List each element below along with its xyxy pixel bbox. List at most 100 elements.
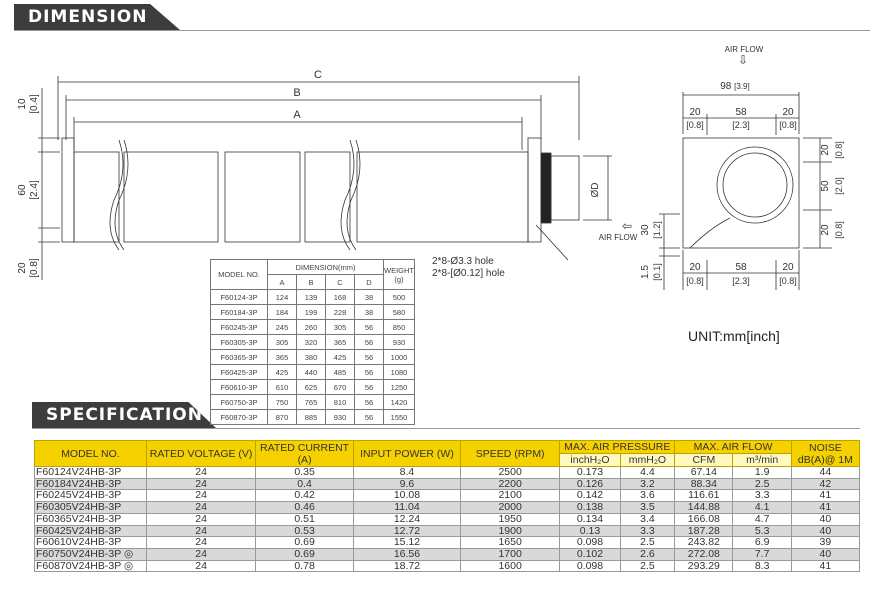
spec-table-cell: 0.098: [559, 536, 621, 549]
spec-table-cell: 88.34: [674, 477, 734, 491]
spec-table-cell: 2.5: [619, 559, 676, 573]
hole-note-metric: 2*8-Ø3.3 hole: [432, 256, 494, 267]
spec-table-cell: 0.4: [255, 477, 354, 491]
bottom-dim-mm: 58: [735, 262, 747, 273]
dim-col-b: B: [296, 274, 326, 290]
dim-table-cell: F60184-3P: [210, 304, 268, 320]
dim-left-inch: [0.4]: [29, 94, 40, 114]
dim-table-cell: 580: [383, 304, 415, 320]
dim-table-cell: 810: [325, 394, 355, 410]
dim-b-label: B: [293, 87, 300, 99]
spec-table-cell: 187.28: [674, 524, 734, 538]
spec-current-header: RATED CURRENT (A): [255, 440, 354, 467]
spec-table-cell: 42: [790, 477, 861, 491]
spec-table-cell: 1650: [460, 536, 561, 549]
dim-table-cell: 124: [267, 289, 297, 305]
spec-table-cell: 12.72: [352, 524, 462, 538]
spec-pressure-header: MAX. AIR PRESSURE: [559, 440, 676, 454]
dim-model-header: MODEL NO.: [210, 259, 268, 290]
spec-table-cell: 24: [145, 512, 257, 526]
dim-table-cell: 228: [325, 304, 355, 320]
airflow-side-label: AIR FLOW: [599, 233, 638, 242]
spec-table-cell: 44: [790, 466, 861, 479]
spec-table-cell: 24: [145, 489, 257, 503]
spec-table-cell: 39: [790, 536, 861, 549]
spec-table-cell: 24: [145, 536, 257, 549]
spec-table-cell: 0.78: [255, 559, 354, 573]
spec-table-cell: 3.3: [619, 524, 676, 538]
spec-table-cell: 272.08: [674, 547, 734, 561]
width-mm: 98: [720, 81, 732, 92]
spec-table-cell: 0.102: [559, 547, 621, 561]
dim-col-d: D: [354, 274, 384, 290]
spec-table-cell: 41: [790, 501, 861, 514]
side-dim-inch: [2.0]: [834, 177, 844, 195]
bottom-dim-inch: [2.3]: [732, 276, 750, 286]
spec-table-cell: 0.098: [559, 559, 621, 573]
bottom-dim-mm: 20: [689, 262, 701, 273]
specification-table: MODEL NO. RATED VOLTAGE (V) RATED CURREN…: [34, 440, 861, 573]
dim-table-cell: 1250: [383, 379, 415, 395]
spec-noise-header: NOISE dB(A)@ 1M: [790, 440, 861, 467]
spec-flow-header: MAX. AIR FLOW: [674, 440, 792, 454]
spec-table-cell: 0.173: [559, 466, 621, 479]
spec-table-cell: 24: [145, 477, 257, 491]
dim-table-cell: 870: [267, 409, 297, 425]
spec-table-cell: 0.46: [255, 501, 354, 514]
spec-table-cell: 0.134: [559, 512, 621, 526]
spec-table-cell: 3.5: [619, 501, 676, 514]
spec-table-cell: 0.13: [559, 524, 621, 538]
spec-table-cell: 2.5: [732, 477, 792, 491]
dim-table-cell: 56: [354, 364, 384, 380]
spec-table-cell: 1950: [460, 512, 561, 526]
dim-table-cell: 56: [354, 394, 384, 410]
spec-table-cell: 2500: [460, 466, 561, 479]
spec-table-cell: 2200: [460, 477, 561, 491]
spec-table-cell: 116.61: [674, 489, 734, 503]
spec-table-cell: F60124V24HB-3P: [34, 466, 147, 479]
top-dim-inch: [0.8]: [779, 120, 797, 130]
dim-table-cell: 1420: [383, 394, 415, 410]
dim-table-cell: 56: [354, 349, 384, 365]
dim-table-cell: 625: [296, 379, 326, 395]
spec-table-cell: 3.6: [619, 489, 676, 503]
spec-table-cell: 15.12: [352, 536, 462, 549]
dim-table-cell: 380: [296, 349, 326, 365]
spec-table-cell: 40: [790, 547, 861, 561]
dim-dimension-header: DIMENSION(mm): [267, 259, 384, 275]
dim-table-cell: 56: [354, 319, 384, 335]
spec-table-cell: 10.08: [352, 489, 462, 503]
dim-table-cell: 425: [267, 364, 297, 380]
dim-col-c: C: [325, 274, 355, 290]
spec-table-cell: 9.6: [352, 477, 462, 491]
spec-table-cell: 1.9: [732, 466, 792, 479]
spec-table-cell: 144.88: [674, 501, 734, 514]
dim-table-cell: 885: [296, 409, 326, 425]
dim-table-cell: 440: [296, 364, 326, 380]
svg-text:98 [3.9]: 98 [3.9]: [720, 81, 749, 92]
spec-table-cell: 2.6: [619, 547, 676, 561]
dim-table-cell: F60425-3P: [210, 364, 268, 380]
side-dim-inch: [0.8]: [834, 141, 844, 159]
spec-table-cell: 0.126: [559, 477, 621, 491]
airflow-arrow-icon: ⇩: [738, 53, 748, 67]
left-side-dim-inch: [1.2]: [652, 221, 662, 239]
dim-table-cell: 56: [354, 379, 384, 395]
spec-table-cell: 5.3: [732, 524, 792, 538]
top-dim-mm: 58: [735, 107, 747, 118]
spec-table-cell: F60870V24HB-3P ◎: [34, 559, 147, 573]
spec-table-cell: 8.4: [352, 466, 462, 479]
dimension-table: MODEL NO. DIMENSION(mm) WEIGHT(g) A B C …: [210, 259, 415, 425]
spec-table-cell: 1900: [460, 524, 561, 538]
spec-table-cell: 24: [145, 501, 257, 514]
spec-speed-header: SPEED (RPM): [460, 440, 561, 467]
hole-note: 2*8-Ø3.3 hole 2*8-[Ø0.12] hole: [432, 256, 505, 280]
dimension-drawing: C B A ØD AIR FLOW ⇩ AIR FLOW ⇦ 10 [0.4] …: [17, 45, 844, 290]
